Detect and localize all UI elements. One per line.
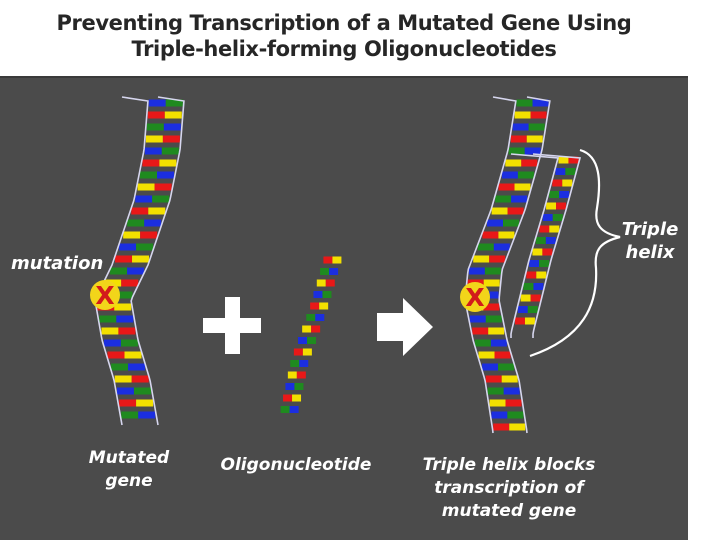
triple-helix-label-line-2: helix bbox=[626, 242, 676, 263]
title-line-2: Triple-helix-forming Oligonucleotides bbox=[131, 37, 557, 61]
right-arrow-icon bbox=[377, 298, 433, 356]
result-label-line-1: Triple helix blocks bbox=[423, 455, 596, 475]
mutation-marker-right: X bbox=[460, 282, 490, 312]
triple-helix-third-strand-backbone bbox=[510, 153, 560, 338]
triple-helix-label-line-1: Triple bbox=[622, 219, 679, 240]
mutated-gene-label-line-2: gene bbox=[105, 471, 152, 491]
mutated-gene-strand-backbone bbox=[130, 96, 185, 426]
diagram-canvas: X X mutation Mutated gene Oligonucleotid… bbox=[11, 96, 679, 521]
mutated-gene-label-line-1: Mutated bbox=[89, 448, 170, 468]
mutated-gene-strand-backbone bbox=[94, 96, 149, 426]
triple-helix-duplex-strand-backbone bbox=[498, 96, 551, 434]
header: Preventing Transcription of a Mutated Ge… bbox=[0, 0, 688, 76]
diagram-frame: Preventing Transcription of a Mutated Ge… bbox=[0, 0, 688, 540]
mutation-label: mutation bbox=[11, 253, 103, 274]
mutation-marker-left: X bbox=[90, 280, 120, 310]
mutation-x-icon: X bbox=[95, 281, 114, 310]
mutation-x-icon: X bbox=[465, 283, 484, 312]
curly-bracket-icon bbox=[529, 148, 621, 358]
result-label-line-2: transcription of bbox=[434, 478, 586, 498]
header-divider bbox=[0, 76, 688, 78]
result-label-line-3: mutated gene bbox=[442, 501, 577, 521]
oligonucleotide-label: Oligonucleotide bbox=[221, 455, 372, 475]
dna-strands bbox=[94, 96, 582, 434]
title-line-1: Preventing Transcription of a Mutated Ge… bbox=[56, 11, 632, 35]
triple-helix-third-strand-backbone bbox=[532, 153, 582, 338]
plus-sign-icon bbox=[203, 297, 261, 354]
triple-helix-duplex-strand-backbone bbox=[464, 96, 517, 434]
